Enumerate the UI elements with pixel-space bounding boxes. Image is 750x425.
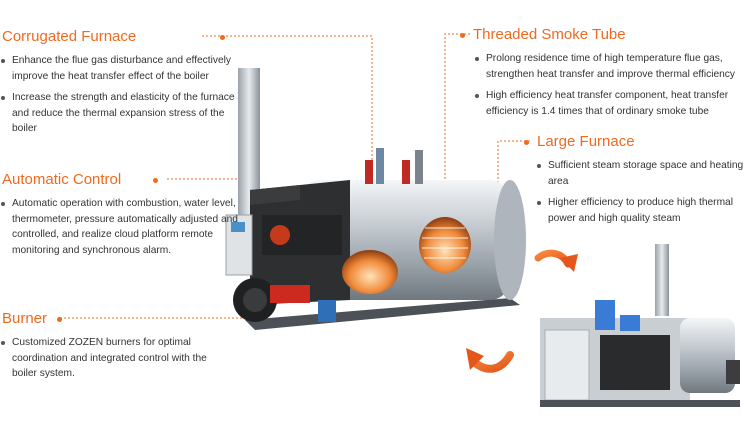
- leader-dot: [220, 34, 226, 40]
- rotate-arrow-icon: [466, 249, 578, 373]
- packaged-boiler-illustration: [540, 244, 740, 407]
- large-furnace-list: Sufficient steam storage space and heati…: [536, 158, 746, 232]
- leader-dot: [57, 316, 63, 322]
- automatic-control-list: Automatic operation with combustion, wat…: [0, 196, 238, 264]
- leader-dot: [153, 177, 159, 183]
- list-item: Customized ZOZEN burners for optimal coo…: [0, 335, 210, 382]
- threaded-smoke-tube-list: Prolong residence time of high temperatu…: [474, 51, 744, 125]
- burner-list: Customized ZOZEN burners for optimal coo…: [0, 335, 210, 388]
- list-item: Prolong residence time of high temperatu…: [474, 51, 744, 82]
- list-item: Enhance the flue gas disturbance and eff…: [0, 53, 240, 84]
- large-furnace-title: Large Furnace: [524, 133, 635, 150]
- list-item: Sufficient steam storage space and heati…: [536, 158, 746, 189]
- corrugated-furnace-title: Corrugated Furnace: [2, 28, 226, 45]
- list-item: Increase the strength and elasticity of …: [0, 90, 240, 137]
- list-item: High efficiency heat transfer component,…: [474, 88, 744, 119]
- list-item: Higher efficiency to produce high therma…: [536, 195, 746, 226]
- leader-dot: [524, 139, 529, 145]
- automatic-control-title: Automatic Control: [2, 171, 159, 188]
- list-item: Automatic operation with combustion, wat…: [0, 196, 238, 258]
- threaded-smoke-tube-title: Threaded Smoke Tube: [460, 26, 626, 43]
- burner-title: Burner: [2, 310, 63, 327]
- leader-dot: [460, 32, 465, 38]
- corrugated-furnace-list: Enhance the flue gas disturbance and eff…: [0, 53, 240, 143]
